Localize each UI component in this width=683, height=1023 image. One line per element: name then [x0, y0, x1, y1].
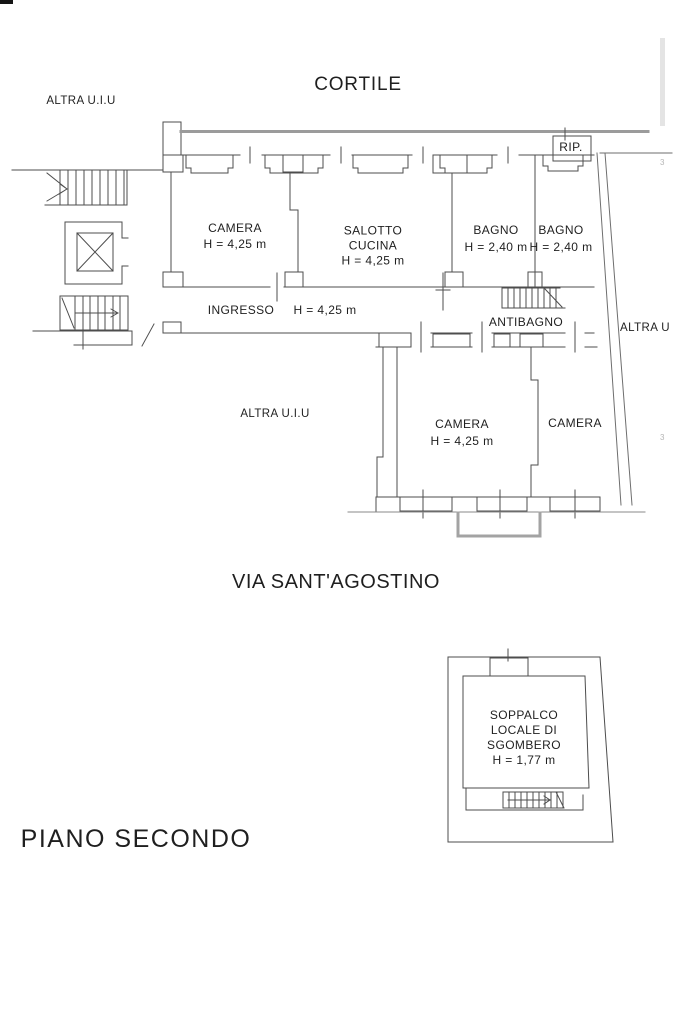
balcony: [456, 511, 542, 538]
room-height: H = 1,77 m: [492, 753, 556, 767]
camera-s-label: CAMERA H = 4,25 m: [430, 416, 493, 450]
rip-closet: [552, 127, 592, 162]
room-height: H = 4,25 m: [341, 253, 405, 268]
room-name: SOPPALCO: [489, 708, 559, 722]
ingresso-height-label: H = 4,25 m: [293, 303, 357, 317]
right-boundary-wall: [596, 152, 633, 506]
altra-u-right-label: ALTRA U: [620, 322, 670, 334]
edge-mark: 3: [660, 433, 665, 442]
ingresso-label: INGRESSO: [207, 303, 275, 317]
room-height: H = 4,25 m: [203, 237, 267, 251]
room-height: H = 2,40 m: [529, 240, 593, 254]
room-name: LOCALE DI: [490, 723, 558, 737]
staircase-bottom: [59, 295, 129, 331]
soppalco-plan: [447, 648, 614, 843]
courtyard-wall: [162, 121, 673, 171]
altra-uiu-top-label: ALTRA U.I.U: [46, 95, 116, 107]
scan-edge-artifact: [660, 38, 665, 126]
room-name: BAGNO: [538, 223, 584, 237]
edge-mark: 3: [660, 158, 665, 167]
street-label: VIA SANT'AGOSTINO: [232, 571, 440, 593]
elevator-shaft: [64, 221, 129, 285]
camera-se-label: CAMERA: [548, 416, 602, 430]
stair-block-south-wall: [32, 326, 133, 350]
south-rooms-walls: [347, 332, 646, 519]
bagno-2-label: BAGNO H = 2,40 m: [529, 222, 592, 256]
room-name: SGOMBERO: [487, 738, 561, 752]
room-name: CAMERA: [208, 221, 262, 235]
cortile-label: CORTILE: [314, 74, 402, 95]
north-rooms-wall: [162, 146, 595, 174]
salotto-label: SALOTTO CUCINA H = 4,25 m: [341, 224, 404, 269]
camera-nw-label: CAMERA H = 4,25 m: [203, 220, 266, 252]
room-height: H = 2,40 m: [464, 240, 528, 254]
rip-label: RIP.: [559, 140, 583, 154]
scan-corner-artifact: [0, 0, 13, 4]
room-name: CAMERA: [435, 417, 489, 431]
bagno-1-label: BAGNO H = 2,40 m: [464, 222, 527, 256]
room-name: SALOTTO: [343, 223, 403, 238]
antibagno-stair: [501, 287, 566, 309]
room-divider-walls: [162, 154, 543, 288]
antibagno-label: ANTIBAGNO: [488, 315, 564, 329]
room-name: CUCINA: [348, 238, 398, 253]
staircase-top: [11, 169, 164, 206]
room-height: H = 4,25 m: [430, 434, 494, 448]
room-name: BAGNO: [473, 223, 519, 237]
soppalco-label: SOPPALCO LOCALE DI SGOMBERO H = 1,77 m: [487, 708, 561, 768]
page-title: PIANO SECONDO: [20, 825, 252, 853]
altra-uiu-mid-label: ALTRA U.I.U: [240, 408, 310, 420]
